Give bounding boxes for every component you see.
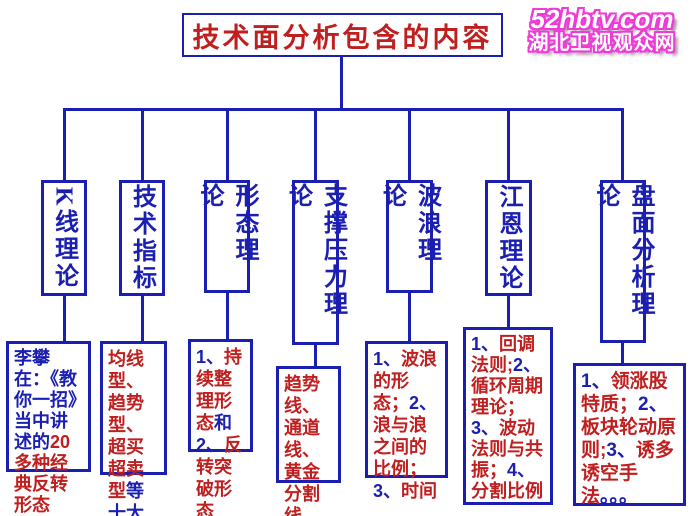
desc-text-segment: 领涨股特质； xyxy=(581,371,668,415)
desc-text-segment: 分割比例 xyxy=(471,481,543,501)
branch-box-k-line-theory: K线理论 xyxy=(41,180,87,296)
desc-text-segment: 持续整理形态 xyxy=(196,347,243,433)
connector-mid-2 xyxy=(141,294,144,343)
desc-text-segment: 波动法则与共振； xyxy=(471,418,543,480)
desc-text-segment: 2、 xyxy=(409,393,438,413)
desc-text-segment: 2、 xyxy=(638,394,668,415)
branch-desc-gann-theory: 1、回调法则;2、循环周期理论；3、波动法则与共振；4、分割比例 xyxy=(463,327,553,505)
desc-text-segment: 时间 xyxy=(401,481,438,501)
desc-text-segment: 和2、 xyxy=(196,413,232,455)
connector-drop-4 xyxy=(314,108,317,182)
desc-text-segment: 板块轮动原则; xyxy=(581,417,677,461)
branch-desc-pattern-theory: 1、持续整理形态和2、反转突破形态 xyxy=(188,339,253,516)
desc-text-segment: 循环周期理论； xyxy=(471,376,543,417)
branch-box-gann-theory: 江恩理论 xyxy=(485,180,532,296)
desc-text-segment: 1、 xyxy=(471,334,500,354)
connector-title-stem xyxy=(340,57,343,110)
branch-desc-k-line-theory: 李攀在：《教你一招》当中讲述的20多种经典反转形态 xyxy=(6,341,91,515)
desc-text-segment: 趋势线、通道线、黄金分割线、速度线 xyxy=(284,374,320,516)
title-box: 技术面分析包含的内容 xyxy=(182,13,503,57)
branch-desc-support-resistance-theory: 趋势线、通道线、黄金分割线、速度线 xyxy=(276,366,341,516)
connector-mid-3 xyxy=(226,291,229,341)
desc-text-segment: 1、 xyxy=(581,371,611,392)
watermark-station-text: 湖北卫视观众网 xyxy=(528,32,676,55)
connector-mid-5 xyxy=(408,291,411,343)
connector-drop-2 xyxy=(141,108,144,182)
connector-mid-7 xyxy=(621,341,624,365)
connector-horizontal-bar xyxy=(63,108,624,111)
desc-text-segment: 3、 xyxy=(373,481,402,501)
desc-text-segment: 2、 xyxy=(513,355,542,375)
page-title: 技术面分析包含的内容 xyxy=(192,22,493,53)
desc-text-segment: 1、 xyxy=(196,347,225,367)
connector-mid-4 xyxy=(314,343,317,368)
desc-text-segment: 。。。 xyxy=(600,486,639,507)
connector-drop-6 xyxy=(507,108,510,182)
connector-drop-1 xyxy=(63,108,66,182)
desc-text-segment: 浪与浪之间的比例； xyxy=(373,415,427,479)
desc-text-segment: 3、 xyxy=(606,440,636,461)
desc-text-segment: 20多种经典反转形态 xyxy=(14,432,71,515)
branch-box-support-resistance-theory: 支撑压力理论 xyxy=(285,180,346,345)
branch-box-tape-analysis-theory: 盘面分析理论 xyxy=(592,180,653,343)
desc-text-segment: 回调法则; xyxy=(471,334,536,375)
desc-text-segment: 4、 xyxy=(507,460,536,480)
connector-drop-7 xyxy=(621,108,624,182)
connector-drop-5 xyxy=(408,108,411,182)
branch-box-technical-indicators: 技术指标 xyxy=(119,180,165,296)
connector-mid-6 xyxy=(507,294,510,329)
branch-box-wave-theory: 波浪理论 xyxy=(379,180,440,293)
watermark: 52hbtv.com 湖北卫视观众网 xyxy=(516,4,688,55)
desc-text-segment: 波浪的形态； xyxy=(373,349,438,413)
branch-desc-wave-theory: 1、波浪的形态；2、浪与浪之间的比例；3、时间 xyxy=(365,341,448,501)
connector-drop-3 xyxy=(226,108,229,182)
desc-text-segment: 李攀在：《教你一招》当中讲述的 xyxy=(14,348,77,452)
branch-box-pattern-theory: 形态理论 xyxy=(196,180,257,293)
desc-text-segment: 反转突破形态 xyxy=(196,435,243,516)
desc-text-segment: 均线型、趋势型、超买超卖型 xyxy=(108,349,144,501)
desc-text-segment: 诱多诱空手法 xyxy=(581,440,674,507)
branch-desc-tape-analysis-theory: 1、领涨股特质；2、板块轮动原则;3、诱多诱空手法。。。 xyxy=(573,363,686,507)
watermark-site-text: 52hbtv.com xyxy=(530,4,674,34)
desc-text-segment: 等十大类型 xyxy=(108,481,144,516)
desc-text-segment: 1、 xyxy=(373,349,402,369)
branch-desc-technical-indicators: 均线型、趋势型、超买超卖型等十大类型 xyxy=(100,341,167,516)
connector-mid-1 xyxy=(63,294,66,343)
desc-text-segment: 3、 xyxy=(471,418,500,438)
